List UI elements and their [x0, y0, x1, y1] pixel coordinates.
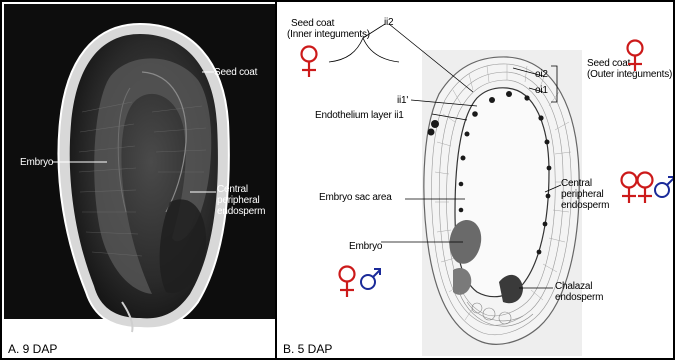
label-oi2: oi2	[535, 69, 548, 80]
label-embryo-a: Embryo	[20, 157, 53, 168]
label-central-line1-a: Central	[217, 184, 248, 195]
label-chalazal-line2: endosperm	[555, 292, 603, 303]
label-seed-coat-inner-2: (Inner integuments)	[287, 29, 370, 40]
label-embryo-sac: Embryo sac area	[319, 192, 392, 203]
label-endothelium: Endothelium layer ii1	[315, 110, 404, 121]
label-oi1: oi1	[535, 85, 548, 96]
label-seed-coat-a: Seed coat	[214, 67, 257, 78]
label-central-line2-a: peripheral	[217, 195, 259, 206]
seed-micrograph-9dap	[2, 2, 277, 360]
caption-a: A. 9 DAP	[8, 342, 57, 356]
seed-section-5dap	[277, 2, 675, 360]
label-embryo-b: Embryo	[349, 241, 382, 252]
label-central-line3-b: endosperm	[561, 200, 609, 211]
female-symbol-icon	[297, 44, 321, 80]
female-symbol-icon	[335, 264, 359, 300]
label-chalazal-line1: Chalazal	[555, 281, 592, 292]
label-central-line1-b: Central	[561, 178, 592, 189]
label-seed-coat-inner-1: Seed coat	[291, 18, 334, 29]
female-symbol-icon	[623, 38, 647, 74]
male-symbol-icon	[359, 266, 383, 292]
label-ii2: ii2	[384, 17, 393, 28]
label-ii1-prime: ii1'	[397, 95, 408, 106]
brace-inner-integuments	[329, 38, 399, 62]
label-central-line2-b: peripheral	[561, 189, 603, 200]
caption-b: B. 5 DAP	[283, 342, 332, 356]
panel-b-5dap: Seed coat (Inner integuments) ii2 ii1' E…	[275, 0, 675, 360]
male-symbol-icon	[653, 174, 675, 200]
panel-a-9dap: Seed coat Embryo Central peripheral endo…	[0, 0, 277, 360]
label-central-line3-a: endosperm	[217, 206, 265, 217]
